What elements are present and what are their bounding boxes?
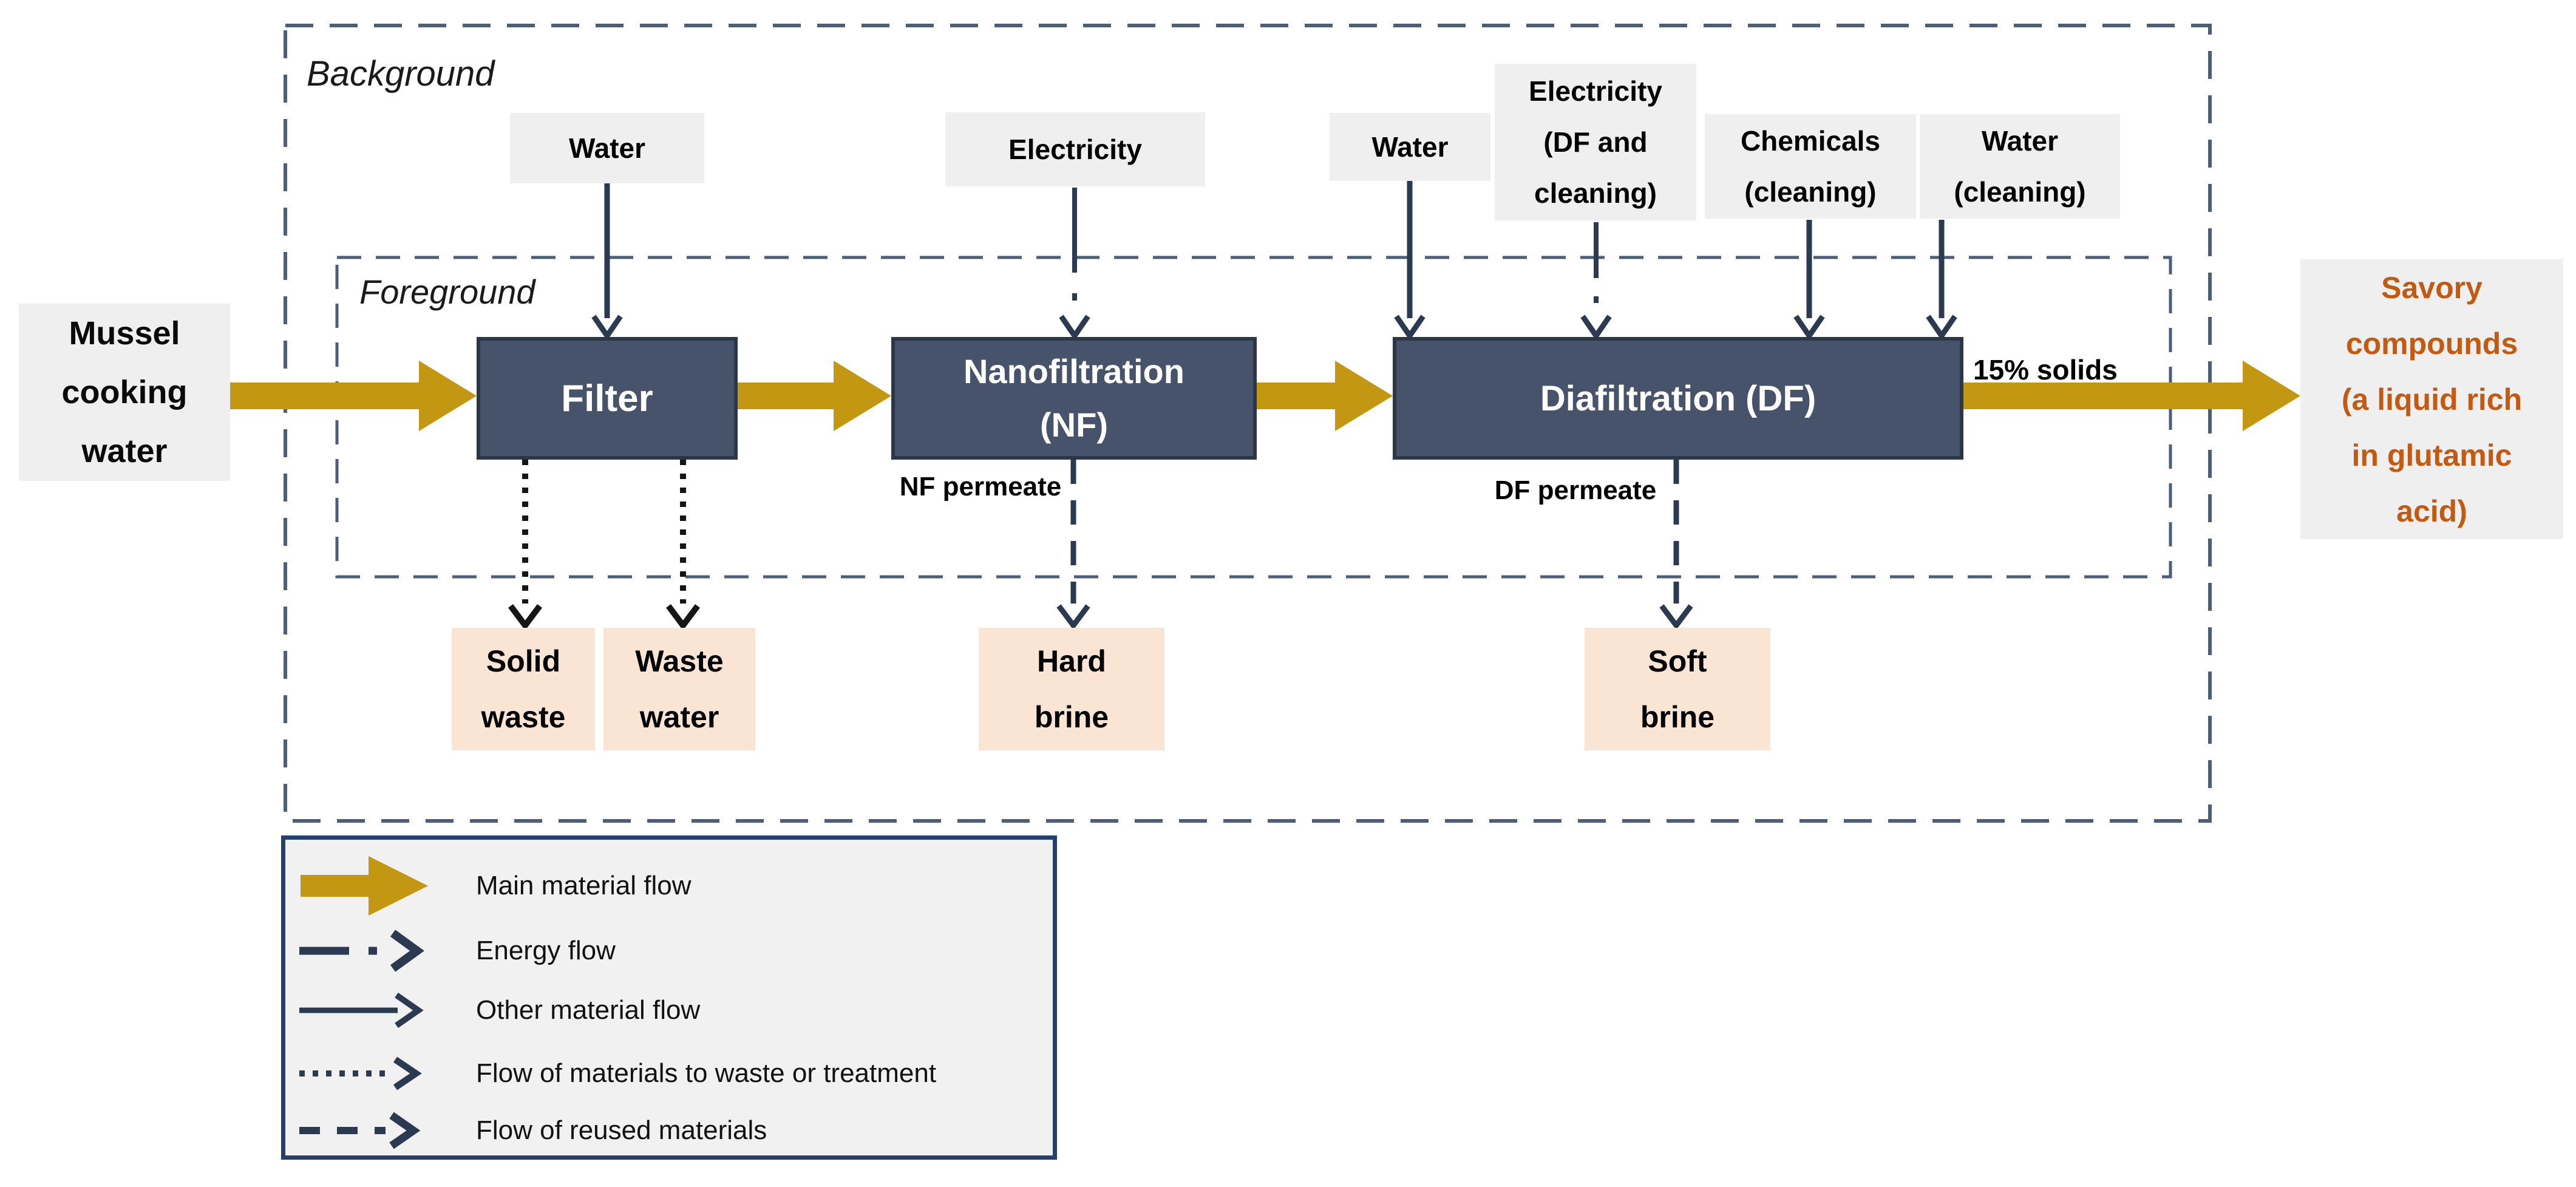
input-line: water xyxy=(81,432,168,469)
input-line: (cleaning) xyxy=(1744,176,1877,208)
output-line: Soft xyxy=(1648,644,1707,678)
input-line: (cleaning) xyxy=(1954,176,2086,208)
output-line: Waste xyxy=(635,644,724,678)
legend-label: Other material flow xyxy=(476,995,701,1025)
legend-box: Main material flow Energy flow Other mat… xyxy=(281,835,1057,1160)
input-box-water-df: Water xyxy=(1330,113,1490,181)
process-label: Diafiltration (DF) xyxy=(1540,378,1816,418)
output-box-soft-brine: Soft brine xyxy=(1585,628,1770,750)
output-line: (a liquid rich xyxy=(2341,382,2523,417)
legend-item-other-material-flow: Other material flow xyxy=(294,977,700,1044)
main-material-flow-arrow-icon xyxy=(301,856,428,916)
input-box-electricity-df-cleaning: Electricity (DF and cleaning) xyxy=(1495,64,1696,220)
input-line: cleaning) xyxy=(1534,177,1657,209)
foreground-boundary-box xyxy=(335,256,2172,579)
process-box-filter: Filter xyxy=(477,337,738,460)
energy-input-arrows xyxy=(1059,188,1612,341)
process-box-nanofiltration: Nanofiltration (NF) xyxy=(891,337,1257,460)
background-boundary-box xyxy=(284,24,2212,823)
main-flow-arrow-filter-to-nf xyxy=(738,361,891,431)
output-line: Solid xyxy=(486,644,561,678)
legend-label: Main material flow xyxy=(476,871,692,900)
input-line: (DF and xyxy=(1543,126,1648,158)
legend-item-energy-flow: Energy flow xyxy=(294,917,616,984)
input-box-water-filter: Water xyxy=(510,113,704,183)
legend-item-reused-flow: Flow of reused materials xyxy=(294,1097,767,1164)
legend-item-waste-flow: Flow of materials to waste or treatment xyxy=(294,1040,936,1107)
cleaning-water-to-df-arrowhead xyxy=(1926,315,1957,341)
input-line: Water xyxy=(1981,125,2059,157)
output-line: in glutamic xyxy=(2351,438,2512,472)
water-to-df-arrowhead xyxy=(1394,315,1426,341)
input-label: Electricity xyxy=(1008,134,1142,165)
input-box-mussel-cooking-water: Mussel cooking water xyxy=(19,304,230,481)
filter-to-solid-waste-arrowhead xyxy=(508,604,542,631)
output-line: Hard xyxy=(1037,644,1106,678)
legend-label: Flow of reused materials xyxy=(476,1115,767,1145)
nf-permeate-arrowhead xyxy=(1056,604,1090,630)
annotation-line: permeate xyxy=(942,472,1062,502)
foreground-scope-label: Foreground xyxy=(359,273,535,311)
output-line: compounds xyxy=(2345,326,2518,361)
output-box-savory-compounds: Savory compounds (a liquid rich in gluta… xyxy=(2300,259,2563,539)
input-label: Water xyxy=(568,132,646,164)
input-label: Water xyxy=(1371,131,1449,163)
legend-label: Flow of materials to waste or treatment xyxy=(476,1058,937,1088)
output-box-waste-water: Waste water xyxy=(603,628,755,750)
water-to-filter-arrowhead xyxy=(591,315,623,341)
input-line: cooking xyxy=(61,373,188,410)
other-material-flow-arrow-icon xyxy=(299,992,424,1029)
output-line: brine xyxy=(1034,700,1109,734)
output-line: Savory xyxy=(2381,270,2483,305)
df-permeate-label: DF permeate xyxy=(1481,466,1670,515)
solids-percentage-note: 15% solids xyxy=(1973,354,2118,386)
input-box-chemicals-cleaning: Chemicals (cleaning) xyxy=(1705,114,1916,219)
electricity-to-nf-arrowhead xyxy=(1059,315,1090,341)
nf-permeate-label: NF permeate xyxy=(892,463,1069,511)
process-line: (NF) xyxy=(1040,406,1108,444)
reused-flow-arrow-icon xyxy=(299,1112,421,1149)
waste-flow-arrow-icon xyxy=(299,1056,422,1090)
annotation-line: NF xyxy=(899,472,936,502)
process-label: Filter xyxy=(561,377,653,420)
energy-flow-arrow-icon xyxy=(299,930,424,972)
legend-label: Energy flow xyxy=(476,936,616,965)
electricity-to-df-arrowhead xyxy=(1580,315,1612,341)
input-line: Electricity xyxy=(1529,75,1662,107)
process-box-diafiltration: Diafiltration (DF) xyxy=(1393,337,1963,460)
output-line: acid) xyxy=(2396,494,2467,528)
output-line: water xyxy=(639,700,719,734)
main-flow-arrow-df-to-product xyxy=(1963,361,2300,431)
annotation-line: permeate xyxy=(1537,475,1657,505)
output-line: waste xyxy=(481,700,566,734)
output-box-hard-brine: Hard brine xyxy=(979,628,1164,750)
annotation-line: DF xyxy=(1494,475,1531,505)
material-input-arrows xyxy=(591,181,1957,341)
input-line: Mussel xyxy=(69,315,180,352)
chemicals-to-df-arrowhead xyxy=(1793,315,1825,341)
filter-to-waste-water-arrowhead xyxy=(666,604,700,631)
legend-item-main-material-flow: Main material flow xyxy=(294,852,692,919)
df-permeate-arrowhead xyxy=(1659,604,1693,630)
background-scope-label: Background xyxy=(307,54,495,94)
output-box-solid-waste: Solid waste xyxy=(452,628,595,750)
main-flow-arrow-nf-to-df xyxy=(1257,361,1393,431)
input-box-electricity-nf: Electricity xyxy=(945,112,1205,186)
input-box-water-cleaning: Water (cleaning) xyxy=(1920,114,2120,219)
input-line: Chemicals xyxy=(1740,125,1881,157)
output-line: brine xyxy=(1640,700,1715,734)
main-flow-arrow-input-to-filter xyxy=(229,361,477,431)
process-line: Nanofiltration xyxy=(963,352,1184,390)
reused-flow-arrows xyxy=(1056,460,1693,630)
waste-flow-arrows xyxy=(508,460,700,631)
